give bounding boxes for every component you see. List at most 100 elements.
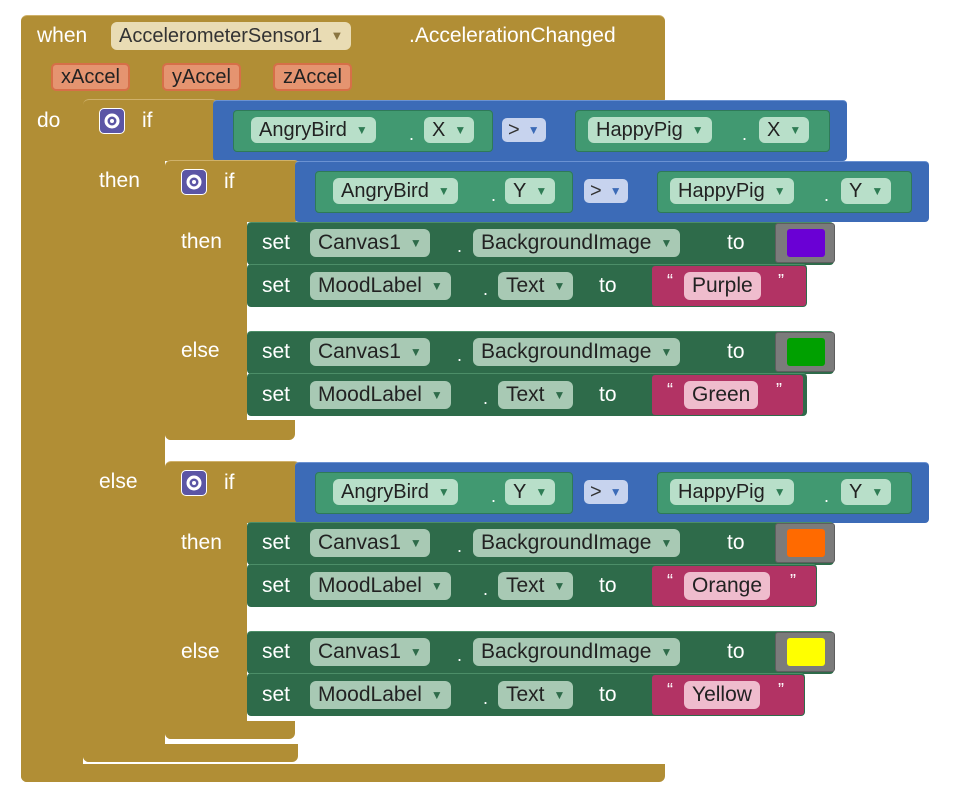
quote-close: ”: [776, 380, 782, 400]
component-dropdown-canvas1[interactable]: Canvas1▼: [310, 229, 430, 257]
set-label: set: [262, 531, 291, 554]
to-label: to: [727, 640, 745, 663]
to-label: to: [727, 531, 745, 554]
dot-separator: .: [457, 645, 463, 665]
dot-separator: .: [742, 124, 748, 144]
component-dropdown-angrybird[interactable]: AngryBird▼: [251, 117, 376, 143]
dropdown-arrow-icon: ▼: [609, 184, 622, 198]
dropdown-arrow-icon: ▼: [660, 236, 673, 250]
dropdown-arrow-icon: ▼: [355, 123, 368, 137]
operator-dropdown-gt[interactable]: >▼: [502, 118, 546, 142]
dropdown-arrow-icon: ▼: [553, 579, 566, 593]
component-dropdown-canvas1[interactable]: Canvas1▼: [310, 529, 430, 557]
property-dropdown-y[interactable]: Y▼: [841, 479, 892, 505]
quote-close: ”: [790, 571, 796, 591]
if-block-outer-bottom: [83, 744, 298, 762]
dropdown-arrow-icon: ▼: [553, 388, 566, 402]
to-label: to: [727, 231, 745, 254]
else-label: else: [181, 640, 220, 663]
if-label: if: [224, 170, 235, 193]
dot-separator: .: [483, 688, 489, 708]
property-dropdown-text[interactable]: Text▼: [498, 381, 574, 409]
operator-dropdown-gt[interactable]: >▼: [584, 480, 628, 504]
property-dropdown-text[interactable]: Text▼: [498, 681, 574, 709]
color-swatch[interactable]: [787, 638, 825, 666]
quote-open: “: [667, 271, 673, 291]
set-label: set: [262, 340, 291, 363]
dropdown-arrow-icon: ▼: [773, 485, 786, 499]
if-block-else-bottom: [165, 721, 295, 739]
component-dropdown-moodlabel[interactable]: MoodLabel▼: [310, 572, 451, 600]
property-dropdown-y[interactable]: Y▼: [841, 178, 892, 204]
text-string-field[interactable]: Orange: [684, 572, 771, 600]
dropdown-arrow-icon: ▼: [430, 388, 443, 402]
dropdown-arrow-icon: ▼: [430, 688, 443, 702]
text-string-field[interactable]: Green: [684, 381, 759, 409]
dot-separator: .: [457, 236, 463, 256]
text-string-field[interactable]: Yellow: [684, 681, 760, 709]
component-name: AccelerometerSensor1: [119, 25, 323, 47]
param-xaccel[interactable]: xAccel: [51, 63, 130, 91]
component-dropdown-happypig[interactable]: HappyPig▼: [588, 117, 712, 143]
component-dropdown-canvas1[interactable]: Canvas1▼: [310, 338, 430, 366]
set-label: set: [262, 274, 291, 297]
dropdown-arrow-icon: ▼: [773, 184, 786, 198]
if-block-else-bar: [165, 513, 247, 739]
gear-icon[interactable]: [181, 470, 207, 496]
dropdown-arrow-icon: ▼: [454, 123, 467, 137]
color-swatch[interactable]: [787, 529, 825, 557]
property-dropdown-text[interactable]: Text▼: [498, 272, 574, 300]
component-dropdown-moodlabel[interactable]: MoodLabel▼: [310, 381, 451, 409]
dropdown-arrow-icon: ▼: [430, 279, 443, 293]
dot-separator: .: [409, 124, 415, 144]
quote-open: “: [667, 680, 673, 700]
property-dropdown-x[interactable]: X▼: [424, 117, 475, 143]
component-dropdown-angrybird[interactable]: AngryBird▼: [333, 178, 458, 204]
if-label: if: [224, 471, 235, 494]
if-block-outer-bar: [83, 150, 165, 762]
component-dropdown-moodlabel[interactable]: MoodLabel▼: [310, 272, 451, 300]
dropdown-arrow-icon: ▼: [691, 123, 704, 137]
then-label: then: [181, 230, 222, 253]
color-swatch[interactable]: [787, 338, 825, 366]
property-dropdown-text[interactable]: Text▼: [498, 572, 574, 600]
property-dropdown-backgroundimage[interactable]: BackgroundImage▼: [473, 638, 681, 666]
operator-dropdown-gt[interactable]: >▼: [584, 179, 628, 203]
else-label: else: [99, 470, 138, 493]
param-zaccel[interactable]: zAccel: [273, 63, 352, 91]
dropdown-arrow-icon: ▼: [660, 345, 673, 359]
property-dropdown-backgroundimage[interactable]: BackgroundImage▼: [473, 338, 681, 366]
dropdown-arrow-icon: ▼: [437, 485, 450, 499]
to-label: to: [599, 683, 617, 706]
set-label: set: [262, 574, 291, 597]
property-dropdown-y[interactable]: Y▼: [505, 178, 556, 204]
property-dropdown-y[interactable]: Y▼: [505, 479, 556, 505]
if-block-then-bottom: [165, 420, 295, 440]
dropdown-arrow-icon: ▼: [535, 184, 548, 198]
dropdown-arrow-icon: ▼: [553, 688, 566, 702]
property-dropdown-backgroundimage[interactable]: BackgroundImage▼: [473, 529, 681, 557]
component-dropdown-angrybird[interactable]: AngryBird▼: [333, 479, 458, 505]
param-yaccel[interactable]: yAccel: [162, 63, 241, 91]
text-string-field[interactable]: Purple: [684, 272, 761, 300]
property-dropdown-x[interactable]: X▼: [759, 117, 810, 143]
component-dropdown-happypig[interactable]: HappyPig▼: [670, 178, 794, 204]
quote-close: ”: [778, 271, 784, 291]
property-dropdown-backgroundimage[interactable]: BackgroundImage▼: [473, 229, 681, 257]
component-dropdown-accelerometer[interactable]: AccelerometerSensor1▼: [111, 22, 352, 50]
set-label: set: [262, 231, 291, 254]
component-dropdown-canvas1[interactable]: Canvas1▼: [310, 638, 430, 666]
dot-separator: .: [491, 486, 497, 506]
color-swatch[interactable]: [787, 229, 825, 257]
dot-separator: .: [483, 279, 489, 299]
do-label: do: [37, 109, 61, 132]
component-dropdown-moodlabel[interactable]: MoodLabel▼: [310, 681, 451, 709]
dropdown-arrow-icon: ▼: [660, 536, 673, 550]
dot-separator: .: [483, 579, 489, 599]
dot-separator: .: [457, 536, 463, 556]
to-label: to: [727, 340, 745, 363]
gear-icon[interactable]: [99, 108, 125, 134]
component-dropdown-happypig[interactable]: HappyPig▼: [670, 479, 794, 505]
gear-icon[interactable]: [181, 169, 207, 195]
to-label: to: [599, 383, 617, 406]
